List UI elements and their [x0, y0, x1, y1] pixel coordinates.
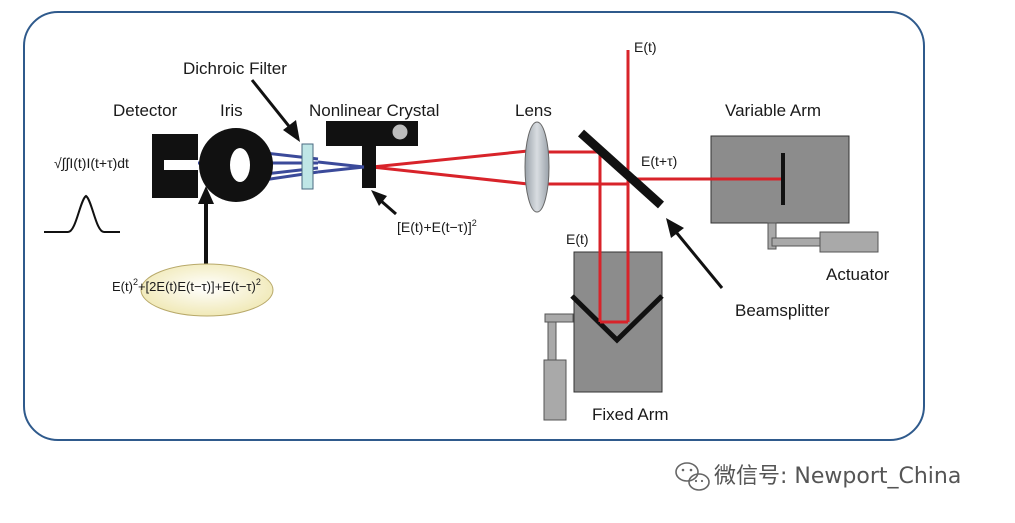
label-dichroic-filter: Dichroic Filter [183, 59, 287, 78]
label-iris: Iris [220, 101, 243, 120]
wechat-icon [675, 462, 710, 491]
nonlinear-crystal [326, 121, 418, 188]
label-crystal-equation: [E(t)+E(t−τ)]2 [397, 218, 477, 235]
label-variable-arm: Variable Arm [725, 101, 821, 120]
signal-eq-part-b: +[2E(t)E(t−τ)]+E(t−τ) [138, 279, 256, 294]
label-signal-equation: E(t)2+[2E(t)E(t−τ)]+E(t−τ)2 [112, 277, 261, 294]
label-beamsplitter: Beamsplitter [735, 301, 830, 320]
signal-eq-part-a: E(t) [112, 279, 133, 294]
fixed-arm-mount-post [547, 321, 557, 363]
fixed-arm-mount-post [543, 359, 567, 421]
label-field-fixed: E(t) [566, 231, 589, 247]
detector [152, 134, 198, 198]
beamsplitter [577, 129, 665, 209]
label-lens: Lens [515, 101, 552, 120]
signal-ellipse [140, 263, 274, 317]
signal-eq-exponent-2: 2 [256, 277, 261, 287]
label-actuator: Actuator [826, 265, 890, 284]
label-detector: Detector [113, 101, 178, 120]
iris [199, 128, 273, 202]
roof-mirror [570, 294, 664, 344]
crystal-eq-main: [E(t)+E(t−τ)] [397, 219, 472, 235]
label-nonlinear-crystal: Nonlinear Crystal [309, 101, 439, 120]
pulse-trace [44, 194, 120, 233]
fixed-arm-mount-post [544, 313, 574, 323]
label-field-delayed: E(t+τ) [641, 153, 677, 169]
variable-arm-post [767, 222, 777, 250]
watermark-text: 微信号: Newport_China [714, 464, 961, 489]
crystal-eq-exponent: 2 [472, 218, 477, 228]
diagram-frame [23, 11, 925, 441]
pointer-arrows [198, 79, 724, 289]
actuator-body [819, 231, 879, 253]
label-fixed-arm: Fixed Arm [592, 405, 669, 424]
label-integral: √∫∫I(t)I(t+τ)dt [54, 155, 129, 171]
dichroic-filter [301, 143, 314, 190]
lens [524, 121, 550, 213]
signal-eq-exponent-1: 2 [133, 277, 138, 287]
actuator-rod [771, 237, 821, 247]
red-beams [371, 50, 783, 324]
label-field-input: E(t) [634, 39, 657, 55]
